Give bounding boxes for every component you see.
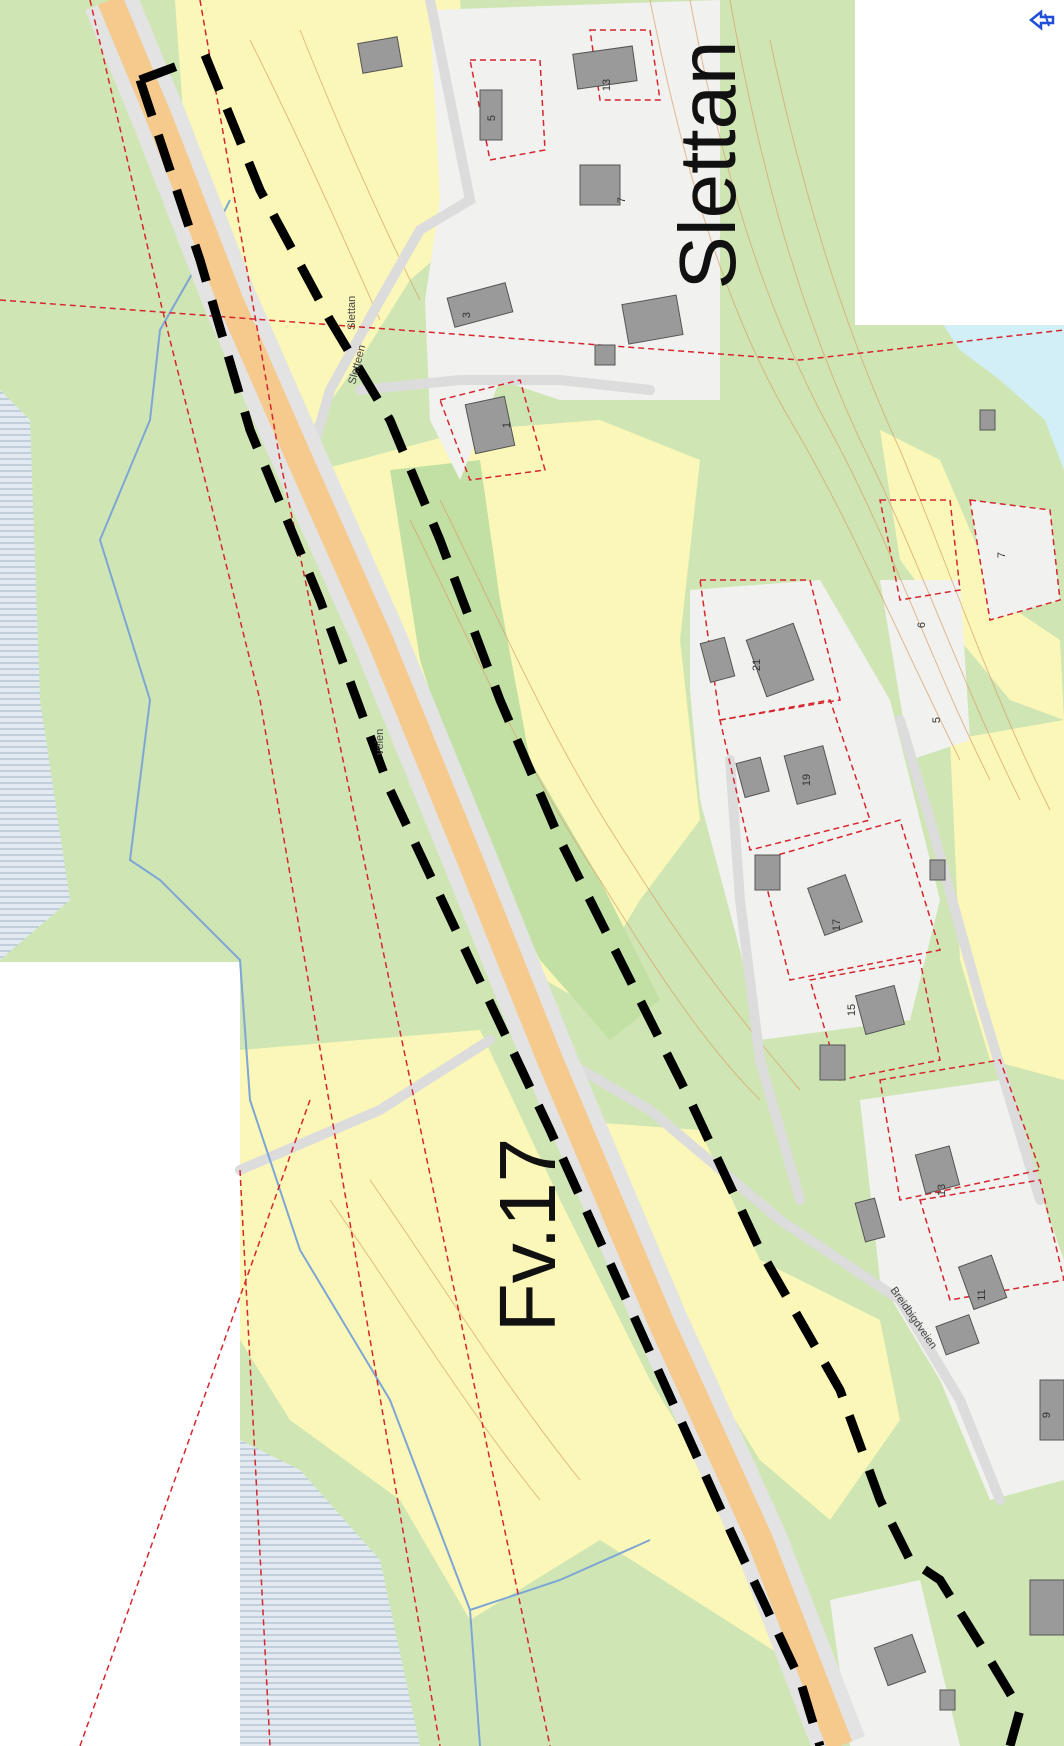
building [929, 859, 946, 881]
house-number: 21 [751, 659, 763, 671]
building [572, 45, 638, 90]
house-number: 5 [486, 115, 498, 121]
building [754, 854, 781, 891]
building [854, 1197, 886, 1243]
stream-lines [98, 199, 651, 1746]
residential-r2 [970, 500, 1060, 620]
building [446, 282, 514, 328]
blank-area-left [0, 962, 240, 1746]
house-number: 11 [976, 1289, 988, 1300]
building [819, 1044, 846, 1081]
buildings [357, 36, 1064, 1711]
building [935, 1314, 980, 1356]
building [357, 36, 403, 74]
house-numbers: 5 13 7 3 1 21 19 17 15 7 6 5 13 11 9 [461, 79, 1053, 1418]
house-number: 1 [501, 422, 513, 428]
house-number: 6 [916, 622, 928, 628]
field-bottom [240, 1030, 820, 1680]
residential-center [690, 580, 940, 1040]
street-label: veien [374, 729, 386, 755]
residential-right [880, 580, 970, 760]
building [979, 409, 996, 431]
building [914, 1145, 961, 1195]
house-number: 13 [936, 1184, 948, 1196]
building [621, 294, 684, 345]
building [594, 344, 616, 366]
road-label: Fv.17 [483, 1138, 572, 1332]
building [807, 874, 863, 936]
building [735, 756, 770, 799]
water-area [940, 320, 1064, 470]
building [464, 395, 516, 455]
contour-lines [249, 0, 1051, 1501]
minor-roads [235, 0, 1045, 1505]
street-label: Slettan [346, 296, 358, 330]
house-number: 15 [846, 1004, 858, 1016]
place-label: Slettan [663, 40, 752, 289]
building [783, 745, 837, 805]
building [854, 984, 906, 1036]
main-road-fv17 [85, 0, 866, 1746]
field-upper-right [880, 430, 1064, 720]
house-number: 7 [616, 197, 628, 203]
plan-boundary [135, 53, 1025, 1746]
building [957, 1254, 1008, 1311]
wetland-area [0, 390, 70, 960]
house-number: 17 [831, 919, 843, 931]
north-arrow-icon [1027, 9, 1057, 31]
building [745, 622, 815, 698]
blank-area-top-right [855, 0, 1064, 325]
building [1039, 1379, 1064, 1441]
building [579, 164, 621, 206]
house-number: 19 [801, 774, 813, 786]
building [699, 636, 736, 684]
building [939, 1689, 956, 1711]
house-number: 7 [996, 552, 1008, 558]
building [479, 89, 503, 141]
house-number: 3 [461, 312, 473, 318]
house-number: 13 [601, 79, 613, 91]
building [873, 1633, 927, 1687]
house-number: 9 [1041, 1412, 1053, 1418]
building [1029, 1579, 1064, 1636]
house-number: 5 [931, 717, 943, 723]
wetland-area-2 [240, 1440, 420, 1746]
